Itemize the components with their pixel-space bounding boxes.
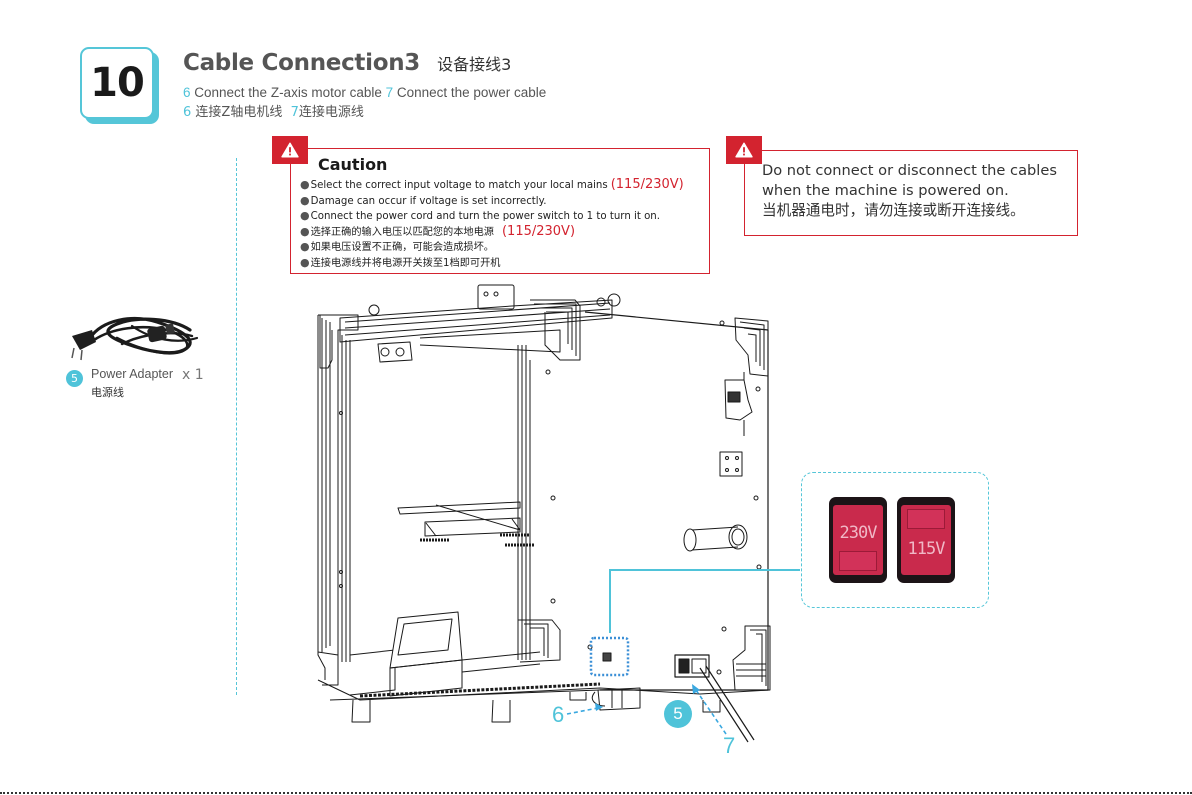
- power-cable-image: [71, 316, 199, 361]
- bullet-icon: ●: [300, 193, 310, 207]
- bullet-icon: ●: [300, 224, 310, 238]
- subtitle-step-number: 7: [385, 85, 394, 100]
- step-number: 10: [90, 60, 145, 106]
- part-name: Power Adapter: [91, 367, 173, 381]
- bullet-icon: ●: [300, 255, 310, 269]
- voltage-switch-115v: 115V: [897, 497, 955, 583]
- caution-text: 如果电压设置不正确，可能会造成损坏。: [310, 242, 494, 253]
- caution-text: Select the correct input voltage to matc…: [310, 180, 608, 191]
- caution-text: Damage can occur if voltage is set incor…: [310, 195, 547, 207]
- title-chinese: 设备接线3: [437, 55, 512, 74]
- bullet-icon: ●: [300, 209, 310, 222]
- voltage-highlight: (115/230V): [610, 177, 684, 192]
- caution-item: ●连接电源线并将电源开关拨至1档即可开机: [300, 255, 684, 271]
- voltage-highlight: (115/230V): [501, 223, 576, 239]
- caution-text: 连接电源线并将电源开关拨至1档即可开机: [310, 257, 501, 269]
- caution-title: Caution: [318, 155, 388, 174]
- voltage-switch-callout: [801, 472, 989, 608]
- notice-text: Do not connect or disconnect the cables …: [762, 161, 1057, 221]
- part-name-chinese: 电源线: [91, 386, 124, 399]
- voltage-label: 230V: [839, 523, 878, 543]
- subtitle-chinese: 6 连接Z轴电机线 7连接电源线: [183, 101, 364, 120]
- notice-line: 当机器通电时，请勿连接或断开连接线。: [762, 202, 1025, 219]
- callout-badge-power-adapter: 5: [664, 700, 692, 728]
- subtitle-text: 连接Z轴电机线: [191, 105, 291, 120]
- subtitle-english: 6 Connect the Z-axis motor cable 7 Conne…: [183, 85, 546, 100]
- callout-number-motor-cable: 6: [552, 702, 565, 727]
- step-number-box: 10: [80, 47, 154, 119]
- caution-text: Connect the power cord and turn the powe…: [310, 211, 661, 222]
- switch-window: [907, 509, 945, 529]
- voltage-switch-230v: 230V: [829, 497, 887, 583]
- subtitle-step-number: 6: [183, 85, 191, 100]
- page-title: Cable Connection3 设备接线3: [183, 50, 511, 76]
- bullet-icon: ●: [300, 240, 310, 253]
- title-english: Cable Connection3: [183, 50, 420, 76]
- caution-item: ●Select the correct input voltage to mat…: [300, 177, 684, 193]
- voltage-label: 115V: [907, 539, 946, 559]
- printer-illustration: [317, 284, 800, 743]
- caution-text: 选择正确的输入电压以匹配您的本地电源: [310, 226, 494, 238]
- notice-line: Do not connect or disconnect the cables: [762, 162, 1057, 179]
- warning-triangle-icon: [272, 136, 308, 164]
- subtitle-text: Connect the Z-axis motor cable: [190, 85, 386, 100]
- caution-item: ●Damage can occur if voltage is set inco…: [300, 193, 684, 209]
- section-divider: [236, 158, 237, 695]
- part-quantity: x 1: [182, 367, 204, 383]
- caution-list: ●Select the correct input voltage to mat…: [300, 177, 684, 270]
- subtitle-step-number: 6: [183, 105, 192, 120]
- subtitle-step-number: 7: [290, 105, 299, 120]
- caution-item: ●Connect the power cord and turn the pow…: [300, 208, 684, 224]
- caution-item: ●如果电压设置不正确，可能会造成损坏。: [300, 239, 684, 255]
- switch-window: [839, 551, 877, 571]
- part-number-badge: 5: [66, 370, 83, 387]
- caution-item: ●选择正确的输入电压以匹配您的本地电源 (115/230V): [300, 224, 684, 240]
- warning-triangle-icon: [726, 136, 762, 164]
- callout-number-power-cable: 7: [723, 733, 736, 758]
- subtitle-text: Connect the power cable: [393, 85, 547, 100]
- caution-box: [290, 148, 710, 274]
- page-bottom-edge: [0, 792, 1192, 794]
- notice-line: when the machine is powered on.: [762, 182, 1009, 199]
- subtitle-text: 连接电源线: [298, 105, 364, 120]
- notice-box: [744, 150, 1078, 236]
- bullet-icon: ●: [300, 178, 310, 191]
